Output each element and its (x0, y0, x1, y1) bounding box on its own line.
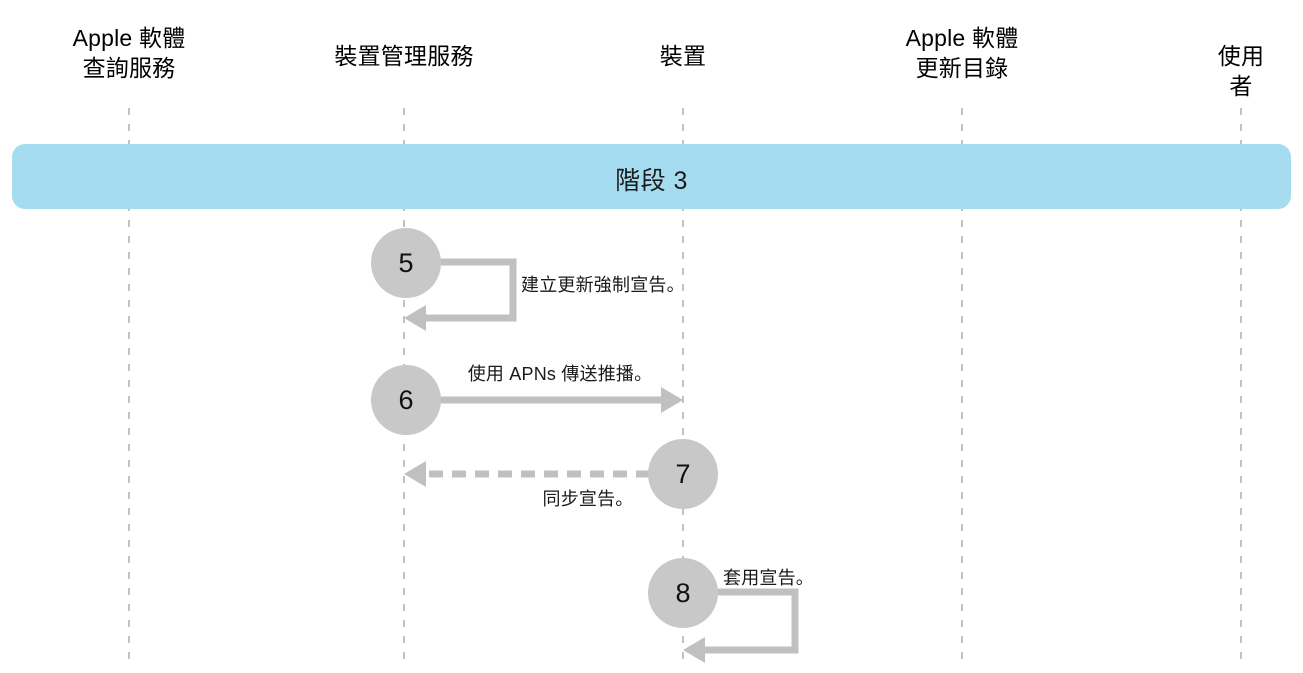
arrowhead-5 (404, 305, 426, 331)
actor-header-device-management-service: 裝置管理服務 (334, 43, 474, 69)
actor-header-apple-software-update-catalog: Apple 軟體 更新目錄 (905, 25, 1019, 81)
arrowhead-8 (683, 637, 705, 663)
messages-group (404, 258, 799, 663)
phase-banner-group (12, 144, 1291, 209)
arrowhead-7 (404, 461, 426, 487)
actor-header-user: 使用者 (1217, 43, 1265, 99)
step-circle-8: 8 (648, 558, 718, 628)
message-loop-8 (705, 588, 799, 654)
step-circle-5: 5 (371, 228, 441, 298)
message-label-5: 建立更新強制宣告。 (521, 275, 685, 295)
step-circle-7: 7 (648, 439, 718, 509)
actor-header-apple-lookup-service: Apple 軟體 查詢服務 (72, 25, 186, 81)
arrowhead-6 (661, 387, 683, 413)
message-label-7: 同步宣告。 (542, 489, 634, 509)
message-loop-5 (426, 258, 517, 322)
phase-label: 階段 3 (615, 166, 688, 195)
message-label-8: 套用宣告。 (723, 568, 814, 588)
step-circle-6: 6 (371, 365, 441, 435)
phase-banner (12, 144, 1291, 209)
actor-header-device: 裝置 (659, 43, 707, 69)
message-label-6: 使用 APNs 傳送推播。 (467, 364, 653, 384)
